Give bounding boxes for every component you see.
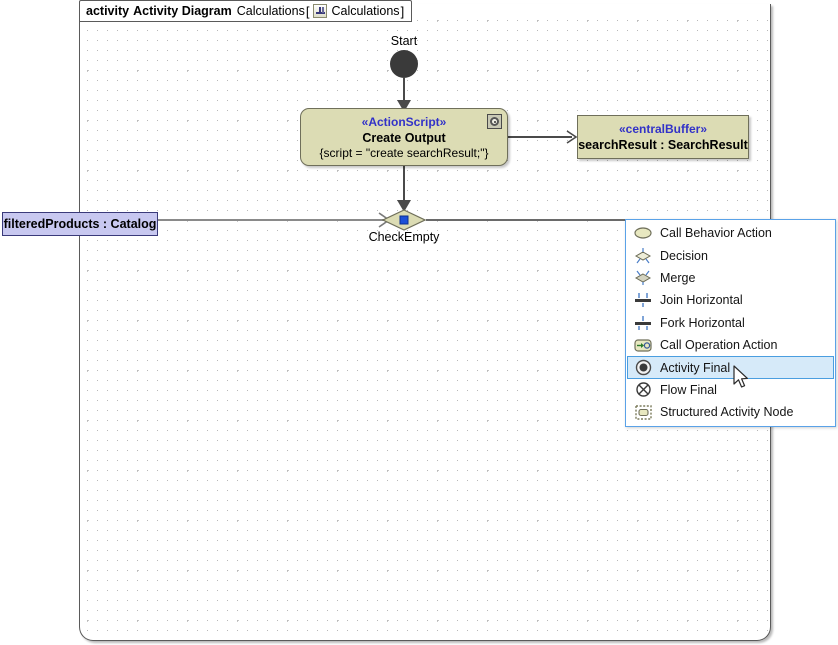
decision-icon bbox=[632, 247, 654, 265]
frame-diagram-type: Activity Diagram bbox=[133, 4, 232, 18]
flow-final-icon bbox=[632, 381, 654, 399]
frame-bracket-open: [ bbox=[305, 3, 310, 19]
frame-context-name: Calculations bbox=[331, 4, 400, 18]
palette-context-menu[interactable]: Call Behavior Action Decision Merge bbox=[625, 219, 836, 427]
menu-item-activity-final[interactable]: Activity Final bbox=[627, 356, 834, 379]
edge-start-to-create-output[interactable] bbox=[403, 78, 405, 104]
edge-create-output-to-decision[interactable] bbox=[403, 166, 405, 210]
fork-horizontal-icon bbox=[632, 314, 654, 332]
diagram-frame-header-tab: activity Activity Diagram Calculations [… bbox=[79, 0, 413, 22]
call-behavior-action-icon bbox=[632, 224, 654, 242]
arrowhead-create-output-to-decision bbox=[397, 200, 411, 212]
create-output-name: Create Output bbox=[362, 130, 446, 145]
activity-diagram-icon bbox=[313, 4, 328, 18]
call-operation-action-icon bbox=[632, 336, 654, 354]
decision-diamond-icon[interactable] bbox=[382, 209, 426, 231]
join-horizontal-icon bbox=[632, 291, 654, 309]
edge-filtered-products-to-decision[interactable] bbox=[158, 219, 384, 221]
activity-final-icon bbox=[632, 359, 654, 377]
frame-keyword: activity bbox=[86, 4, 130, 18]
frame-diagram-name: Calculations bbox=[236, 4, 305, 18]
frame-bracket-close: ] bbox=[400, 3, 405, 19]
merge-icon bbox=[632, 269, 654, 287]
menu-item-call-behavior-action[interactable]: Call Behavior Action bbox=[627, 222, 834, 244]
menu-item-structured-activity-node[interactable]: Structured Activity Node bbox=[627, 401, 834, 423]
menu-item-merge[interactable]: Merge bbox=[627, 267, 834, 289]
action-node-create-output[interactable]: «ActionScript» Create Output {script = "… bbox=[300, 108, 508, 166]
central-buffer-name: searchResult : SearchResult bbox=[578, 137, 748, 152]
arrowhead-start-to-create-output bbox=[397, 100, 411, 112]
menu-item-join-horizontal[interactable]: Join Horizontal bbox=[627, 289, 834, 311]
arrowhead-to-central-buffer bbox=[566, 130, 578, 144]
structured-activity-node-icon bbox=[632, 403, 654, 421]
action-script-icon bbox=[487, 114, 502, 129]
start-node-label: Start bbox=[390, 34, 418, 48]
initial-node-icon[interactable] bbox=[390, 50, 418, 78]
menu-item-flow-final[interactable]: Flow Final bbox=[627, 379, 834, 401]
decision-node-label: CheckEmpty bbox=[368, 230, 440, 244]
menu-item-call-operation-action[interactable]: Call Operation Action bbox=[627, 334, 834, 356]
central-buffer-stereotype: «centralBuffer» bbox=[618, 121, 708, 136]
edge-create-output-to-central-buffer[interactable] bbox=[508, 136, 572, 138]
central-buffer-node[interactable]: «centralBuffer» searchResult : SearchRes… bbox=[577, 115, 749, 159]
create-output-stereotype: «ActionScript» bbox=[361, 114, 447, 129]
object-node-filtered-products[interactable]: filteredProducts : Catalog bbox=[2, 212, 158, 236]
menu-item-decision[interactable]: Decision bbox=[627, 244, 834, 266]
menu-item-fork-horizontal[interactable]: Fork Horizontal bbox=[627, 312, 834, 334]
create-output-script-body: {script = "create searchResult;"} bbox=[319, 145, 489, 160]
